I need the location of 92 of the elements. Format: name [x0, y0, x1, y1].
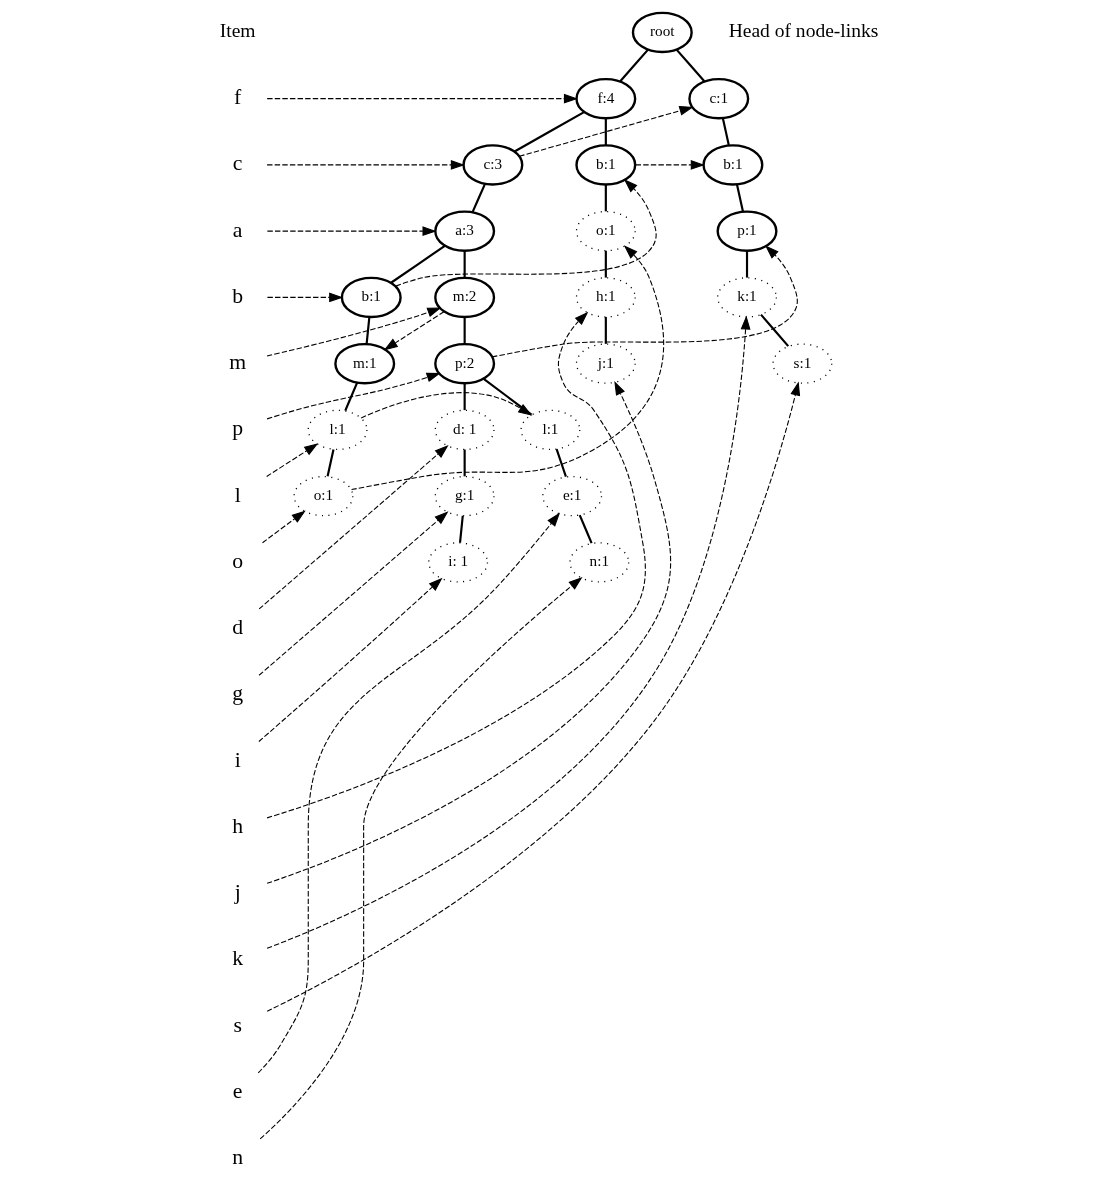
node-text: a — [232, 217, 243, 242]
arrow — [635, 159, 705, 170]
node-text: n — [232, 1145, 244, 1170]
arrow — [266, 226, 437, 237]
node-text: m — [229, 350, 247, 375]
node-ellipse: p:2 — [434, 342, 496, 385]
arrow — [266, 292, 344, 303]
node-text: i — [234, 747, 241, 772]
arrow — [518, 105, 694, 157]
node-ellipse: e:1 — [542, 475, 603, 517]
node-ellipse: i: 1 — [428, 542, 489, 583]
node-ellipse: c:3 — [462, 144, 524, 186]
node-ellipse: m:1 — [334, 342, 396, 385]
connector — [463, 449, 466, 477]
label: Item — [219, 20, 256, 42]
arrow — [266, 381, 801, 1012]
node-text: j — [234, 880, 241, 905]
node-ellipse: c:1 — [688, 77, 750, 120]
arrow — [491, 245, 798, 358]
connector — [463, 317, 466, 344]
node-ellipse: b:1 — [702, 144, 764, 186]
connector — [604, 184, 607, 212]
node-ellipse: g:1 — [434, 475, 495, 517]
connector — [578, 514, 593, 544]
node-ellipse: k:1 — [717, 277, 777, 318]
connector — [463, 250, 466, 278]
node-text: l — [234, 482, 241, 507]
connector — [326, 449, 335, 477]
node-ellipse: f:4 — [575, 77, 637, 120]
node-ellipse: l:1 — [307, 409, 368, 451]
arrow — [266, 311, 646, 819]
arrow — [258, 577, 443, 743]
connector — [471, 183, 486, 213]
connector — [675, 48, 706, 82]
connector — [604, 317, 607, 344]
connector — [365, 316, 371, 344]
node-ellipse: j:1 — [575, 343, 636, 384]
arrow — [259, 576, 583, 1140]
node-ellipse: s:1 — [772, 343, 833, 384]
node-text: g — [232, 681, 244, 706]
arrow — [383, 311, 445, 351]
node-ellipse: b:1 — [340, 276, 402, 319]
arrow — [266, 307, 442, 357]
arrow — [266, 315, 751, 949]
arrow — [258, 511, 449, 676]
node-ellipse: b:1 — [575, 144, 637, 186]
node-ellipse: root — [631, 11, 693, 54]
node-text: c — [232, 151, 243, 176]
node-ellipse: l:1 — [520, 409, 581, 451]
node-ellipse: m:2 — [434, 276, 496, 319]
node-text: s — [233, 1012, 242, 1037]
connector — [344, 382, 359, 411]
node-text: p — [232, 416, 244, 441]
connector — [735, 184, 744, 212]
arrow — [266, 443, 319, 477]
connector — [514, 111, 585, 153]
node-ellipse: o:1 — [575, 210, 636, 252]
arrow — [266, 159, 465, 170]
node-ellipse: a:3 — [434, 210, 496, 252]
node-ellipse: h:1 — [575, 277, 636, 318]
arrow — [258, 444, 449, 610]
arrow — [395, 179, 657, 287]
node-ellipse: n:1 — [569, 542, 630, 583]
node-text: o — [232, 548, 244, 573]
node-ellipse: d: 1 — [434, 409, 495, 451]
connector — [458, 515, 464, 543]
connector — [390, 244, 446, 284]
node-ellipse: p:1 — [716, 210, 778, 252]
node-text: k — [232, 946, 244, 971]
arrow — [360, 392, 533, 419]
connector — [463, 383, 466, 411]
connector — [604, 118, 607, 146]
node-text: d — [232, 615, 244, 640]
arrow — [351, 245, 665, 491]
connector — [604, 250, 607, 278]
arrow — [257, 512, 561, 1074]
node-text: b — [232, 283, 244, 308]
node-ellipse: o:1 — [293, 475, 354, 517]
connector — [721, 118, 730, 146]
label: Head of node-links — [728, 20, 879, 42]
connector — [555, 448, 567, 477]
node-text: e — [232, 1078, 243, 1103]
connector — [619, 48, 649, 82]
connector — [760, 313, 790, 347]
node-text: f — [234, 85, 242, 110]
arrow — [266, 93, 579, 104]
connector — [745, 250, 749, 278]
node-text: h — [232, 813, 244, 838]
arrow — [262, 510, 306, 544]
arrow — [266, 372, 441, 420]
connector — [483, 378, 533, 416]
arrow — [266, 380, 672, 884]
